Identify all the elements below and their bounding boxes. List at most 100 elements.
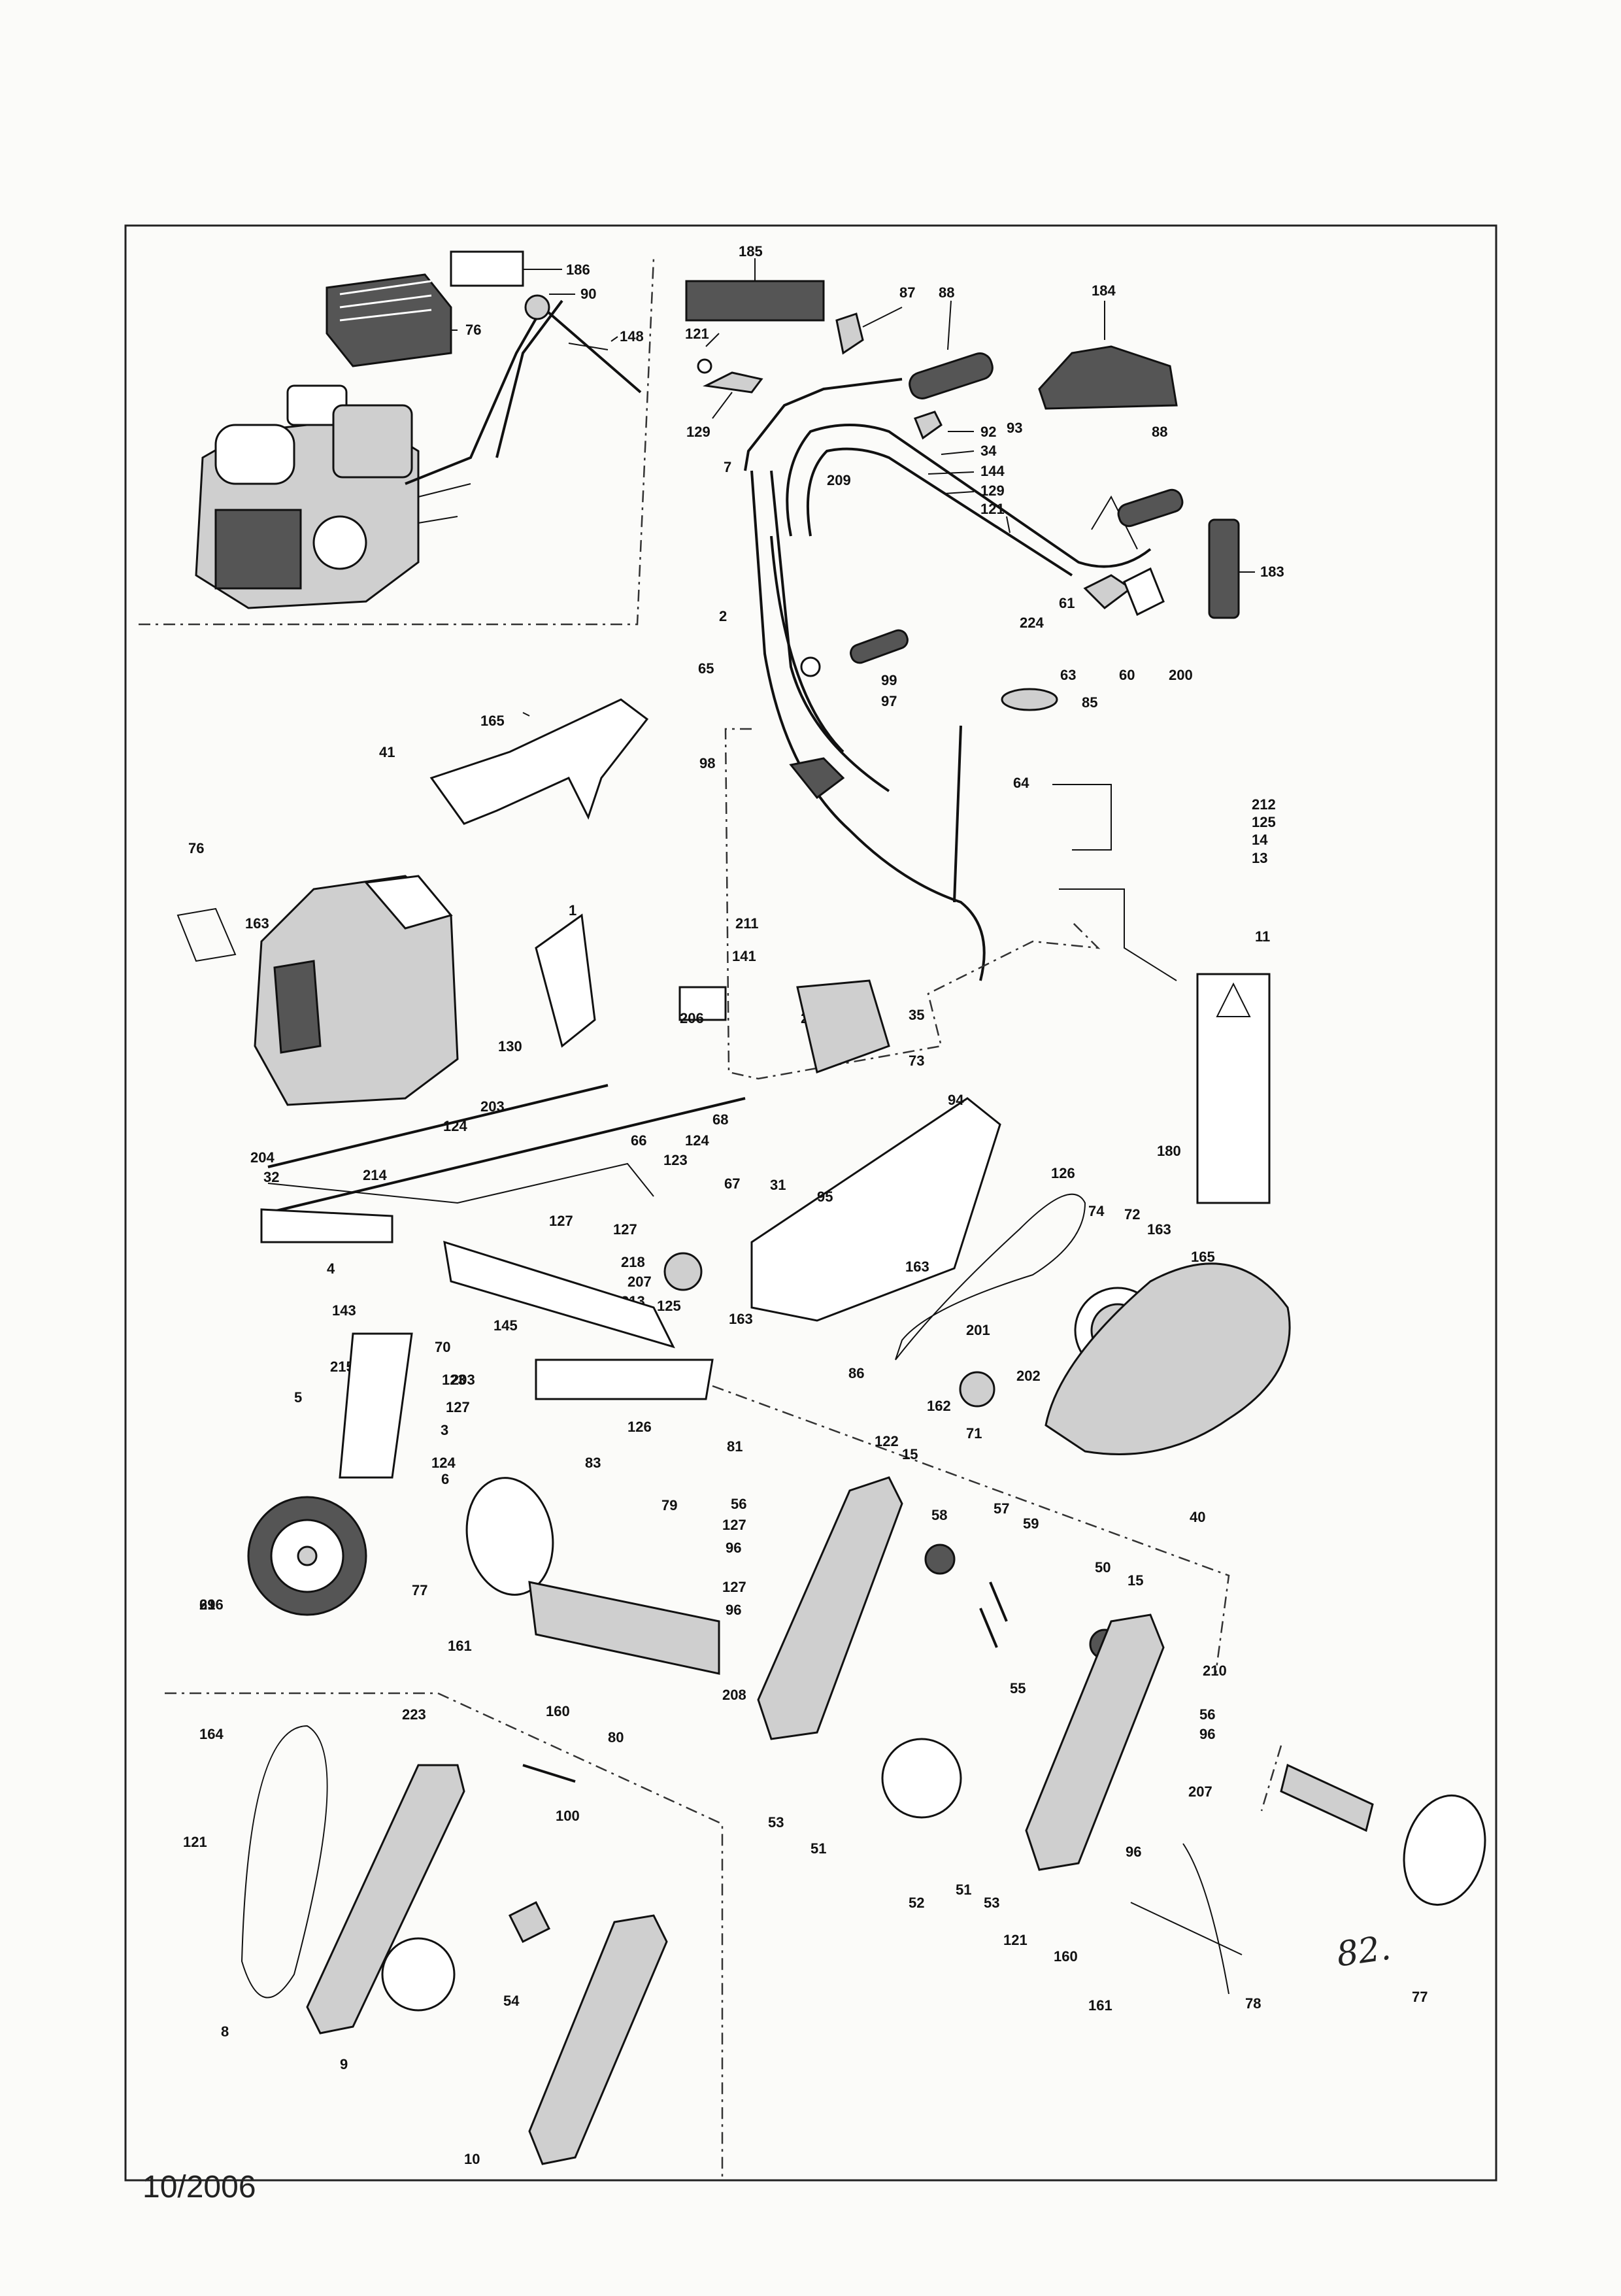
callout: 80	[608, 1729, 624, 1746]
callout: 6	[441, 1471, 449, 1487]
callout: 98	[699, 755, 715, 771]
callout: 200	[1169, 667, 1193, 683]
callout: 4	[327, 1260, 335, 1277]
drive-controls: 211 141 35 73 94 95 163 163 86 201 162 2…	[724, 728, 1291, 1525]
callout: 83	[585, 1455, 601, 1471]
callout: 74	[1088, 1203, 1105, 1219]
callout: 81	[727, 1438, 743, 1455]
callout: 216	[199, 1596, 224, 1613]
warning-label-180	[1196, 973, 1271, 1204]
callout: 202	[1016, 1368, 1041, 1384]
callout: 163	[1147, 1221, 1171, 1238]
callout: 123	[663, 1152, 688, 1168]
callout: 210	[1203, 1663, 1227, 1679]
callout: 67	[724, 1175, 740, 1192]
callout: 88	[1152, 424, 1167, 440]
callout: 71	[966, 1425, 982, 1442]
callout: 218	[621, 1254, 645, 1270]
callout: 65	[698, 660, 714, 677]
callout: 201	[966, 1322, 990, 1338]
control-panel-decal-184	[1038, 345, 1178, 410]
callout: 214	[363, 1167, 387, 1183]
callout: 55	[1010, 1680, 1026, 1697]
callout: 92	[980, 424, 996, 440]
callout: 209	[827, 472, 851, 488]
callout: 203	[480, 1098, 505, 1115]
decal-plate	[450, 250, 524, 287]
callout: 77	[1412, 1989, 1428, 2005]
callout: 207	[1188, 1783, 1212, 1800]
callout: 40	[1190, 1509, 1205, 1525]
callout: 68	[712, 1111, 728, 1128]
callout: 96	[726, 1540, 741, 1556]
callout: 223	[402, 1706, 426, 1723]
callout: 69	[199, 1596, 215, 1613]
callout: 212	[1252, 796, 1276, 813]
callout: 78	[1245, 1995, 1261, 2012]
callout: 15	[902, 1446, 918, 1462]
callout: 94	[948, 1092, 964, 1108]
callout: 96	[726, 1602, 741, 1618]
callout: 96	[1126, 1844, 1141, 1860]
callout: 183	[1260, 564, 1284, 580]
callout: 163	[905, 1258, 929, 1275]
callout: 93	[1007, 420, 1022, 436]
chain-case-left	[757, 1476, 903, 1740]
handwritten-note: 82.	[1334, 1928, 1394, 1975]
callout: 7	[724, 459, 731, 475]
callout: 204	[250, 1149, 275, 1166]
callout: 100	[556, 1808, 580, 1824]
grip-right	[1117, 488, 1184, 528]
engine-inset: 186 90 76 148	[139, 250, 655, 626]
callout: 79	[661, 1497, 677, 1513]
chain-case-right	[1025, 1613, 1165, 1871]
callout: 160	[546, 1703, 570, 1719]
callout: 163	[729, 1311, 753, 1327]
callout: 5	[294, 1389, 302, 1406]
callout: 185	[739, 243, 763, 260]
chain-case-inset: 164 223 121 100 8 9 54 10	[165, 1692, 724, 2180]
callout: 203	[451, 1372, 475, 1388]
callout: 1	[569, 902, 577, 919]
callout: 56	[1199, 1706, 1215, 1723]
callout: 124	[443, 1118, 467, 1134]
callout: 141	[732, 948, 756, 964]
callout: 125	[1252, 814, 1276, 830]
callout: 186	[566, 262, 590, 278]
callout: 60	[1119, 667, 1135, 683]
callout: 162	[927, 1398, 951, 1414]
callout: 73	[909, 1053, 924, 1069]
callout: 58	[931, 1507, 947, 1523]
callout: 124	[431, 1455, 456, 1471]
callout: 207	[627, 1274, 652, 1290]
callout: 76	[465, 322, 481, 338]
date-stamp: 10/2006	[142, 2170, 256, 2204]
callout: 127	[446, 1399, 470, 1415]
handlebar-assembly: 185 87 88 184 121 129 7 93 92 34 209 144…	[685, 243, 1284, 981]
callout: 13	[1252, 850, 1267, 866]
callout: 9	[340, 2056, 348, 2072]
callout: 121	[1003, 1932, 1028, 1948]
callout: 10	[464, 2151, 480, 2167]
callout: 14	[1252, 832, 1268, 848]
page-frame	[124, 224, 1497, 2182]
callout: 86	[848, 1365, 864, 1381]
callout: 88	[939, 284, 954, 301]
callout: 129	[980, 482, 1005, 499]
callout: 77	[412, 1582, 427, 1598]
callout: 87	[899, 284, 915, 301]
callout: 145	[493, 1317, 518, 1334]
callout: 127	[613, 1221, 637, 1238]
callout: 15	[1128, 1572, 1143, 1589]
callout: 143	[332, 1302, 356, 1319]
callout: 59	[1023, 1515, 1039, 1532]
callout: 130	[498, 1038, 522, 1055]
callout: 72	[1124, 1206, 1140, 1223]
callout: 11	[1255, 928, 1270, 945]
callout: 124	[685, 1132, 709, 1149]
callout: 63	[1060, 667, 1076, 683]
callout: 161	[448, 1638, 472, 1654]
callout: 160	[1054, 1948, 1078, 1965]
callout: 50	[1095, 1559, 1111, 1576]
callout: 165	[480, 713, 505, 729]
